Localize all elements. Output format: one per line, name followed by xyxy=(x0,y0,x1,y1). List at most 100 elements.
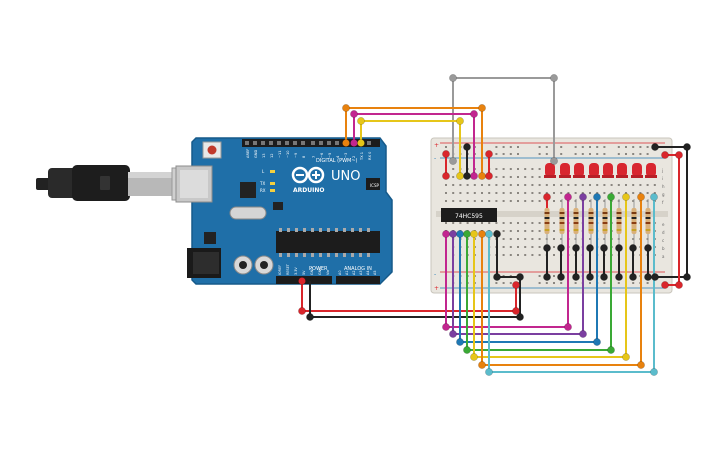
wire-endpoint[interactable] xyxy=(342,139,350,147)
red-led[interactable] xyxy=(645,163,657,178)
wire-endpoint[interactable] xyxy=(600,273,608,281)
breadboard-hole[interactable] xyxy=(574,184,577,186)
breadboard-hole[interactable] xyxy=(603,192,606,194)
wire-endpoint[interactable] xyxy=(478,361,486,369)
wire-endpoint[interactable] xyxy=(557,273,565,281)
breadboard-hole[interactable] xyxy=(560,238,563,240)
wire-endpoint[interactable] xyxy=(615,244,623,252)
breadboard-hole[interactable] xyxy=(502,153,505,155)
breadboard-hole[interactable] xyxy=(617,153,620,155)
wire-endpoint[interactable] xyxy=(650,193,658,201)
breadboard-hole[interactable] xyxy=(502,238,505,240)
breadboard-hole[interactable] xyxy=(538,200,541,202)
breadboard-hole[interactable] xyxy=(495,222,498,224)
breadboard-hole[interactable] xyxy=(632,184,635,186)
breadboard-hole[interactable] xyxy=(653,184,656,186)
breadboard-hole[interactable] xyxy=(524,176,527,178)
breadboard-hole[interactable] xyxy=(495,192,498,194)
wire-endpoint[interactable] xyxy=(485,368,493,376)
breadboard-hole[interactable] xyxy=(502,192,505,194)
wire-endpoint[interactable] xyxy=(661,151,669,159)
wire-endpoint[interactable] xyxy=(572,244,580,252)
wire-endpoint[interactable] xyxy=(456,338,464,346)
breadboard-hole[interactable] xyxy=(625,153,627,155)
breadboard-hole[interactable] xyxy=(502,230,505,232)
breadboard-hole[interactable] xyxy=(560,153,563,155)
wire-endpoint[interactable] xyxy=(543,193,551,201)
breadboard-hole[interactable] xyxy=(538,254,541,256)
wire-endpoint[interactable] xyxy=(637,361,645,369)
wire-endpoint[interactable] xyxy=(478,230,486,238)
breadboard-hole[interactable] xyxy=(574,282,577,284)
breadboard-hole[interactable] xyxy=(509,222,512,224)
breadboard-hole[interactable] xyxy=(639,153,642,155)
breadboard-hole[interactable] xyxy=(617,146,620,148)
wire-endpoint[interactable] xyxy=(442,150,450,158)
breadboard-hole[interactable] xyxy=(603,282,606,284)
wire-endpoint[interactable] xyxy=(512,281,520,289)
breadboard-hole[interactable] xyxy=(517,222,519,224)
breadboard-hole[interactable] xyxy=(581,192,584,194)
wire-endpoint[interactable] xyxy=(516,273,524,281)
breadboard-hole[interactable] xyxy=(509,176,512,178)
wire-green[interactable] xyxy=(466,197,612,351)
wire-magenta[interactable] xyxy=(445,197,569,328)
breadboard-hole[interactable] xyxy=(502,282,505,284)
wire-endpoint[interactable] xyxy=(456,230,464,238)
breadboard-hole[interactable] xyxy=(452,200,455,202)
breadboard-hole[interactable] xyxy=(524,200,527,202)
breadboard-hole[interactable] xyxy=(509,184,512,186)
breadboard-hole[interactable] xyxy=(517,146,519,148)
breadboard-hole[interactable] xyxy=(531,254,534,256)
breadboard-hole[interactable] xyxy=(459,192,462,194)
wire-endpoint[interactable] xyxy=(683,143,691,151)
resistor[interactable] xyxy=(602,199,608,245)
breadboard-hole[interactable] xyxy=(495,200,498,202)
wire-endpoint[interactable] xyxy=(470,172,478,180)
breadboard-hole[interactable] xyxy=(538,192,541,194)
red-led[interactable] xyxy=(588,163,600,178)
breadboard-hole[interactable] xyxy=(495,168,498,170)
wire-endpoint[interactable] xyxy=(607,193,615,201)
breadboard-hole[interactable] xyxy=(574,146,577,148)
wire-endpoint[interactable] xyxy=(579,330,587,338)
breadboard-hole[interactable] xyxy=(646,282,649,284)
breadboard-hole[interactable] xyxy=(517,153,519,155)
wire-black[interactable] xyxy=(309,277,521,318)
wire-endpoint[interactable] xyxy=(493,230,501,238)
breadboard-hole[interactable] xyxy=(531,246,534,248)
red-led[interactable] xyxy=(602,163,614,178)
breadboard-hole[interactable] xyxy=(560,200,563,202)
wire-endpoint[interactable] xyxy=(478,172,486,180)
reset-button[interactable] xyxy=(207,145,217,155)
breadboard-hole[interactable] xyxy=(538,222,541,224)
wire-cyan[interactable] xyxy=(488,197,655,373)
wire-endpoint[interactable] xyxy=(629,244,637,252)
wire-endpoint[interactable] xyxy=(629,273,637,281)
wire-endpoint[interactable] xyxy=(615,273,623,281)
breadboard-hole[interactable] xyxy=(589,192,591,194)
breadboard-hole[interactable] xyxy=(509,238,512,240)
breadboard-hole[interactable] xyxy=(502,184,505,186)
wire-endpoint[interactable] xyxy=(593,193,601,201)
wire-endpoint[interactable] xyxy=(306,313,314,321)
breadboard-hole[interactable] xyxy=(445,222,447,224)
resistor[interactable] xyxy=(631,199,637,245)
breadboard-hole[interactable] xyxy=(538,246,541,248)
breadboard-hole[interactable] xyxy=(538,176,541,178)
breadboard-hole[interactable] xyxy=(466,200,469,202)
breadboard-hole[interactable] xyxy=(581,146,584,148)
breadboard-hole[interactable] xyxy=(646,184,649,186)
wire-endpoint[interactable] xyxy=(449,157,457,165)
wire-endpoint[interactable] xyxy=(564,323,572,331)
breadboard-hole[interactable] xyxy=(589,282,591,284)
wire-endpoint[interactable] xyxy=(579,193,587,201)
wire-endpoint[interactable] xyxy=(350,139,358,147)
breadboard-hole[interactable] xyxy=(553,275,555,277)
breadboard-hole[interactable] xyxy=(445,146,447,148)
wire-endpoint[interactable] xyxy=(470,230,478,238)
breadboard-hole[interactable] xyxy=(502,168,505,170)
breadboard-hole[interactable] xyxy=(509,192,512,194)
breadboard-hole[interactable] xyxy=(517,230,519,232)
breadboard-hole[interactable] xyxy=(517,184,519,186)
